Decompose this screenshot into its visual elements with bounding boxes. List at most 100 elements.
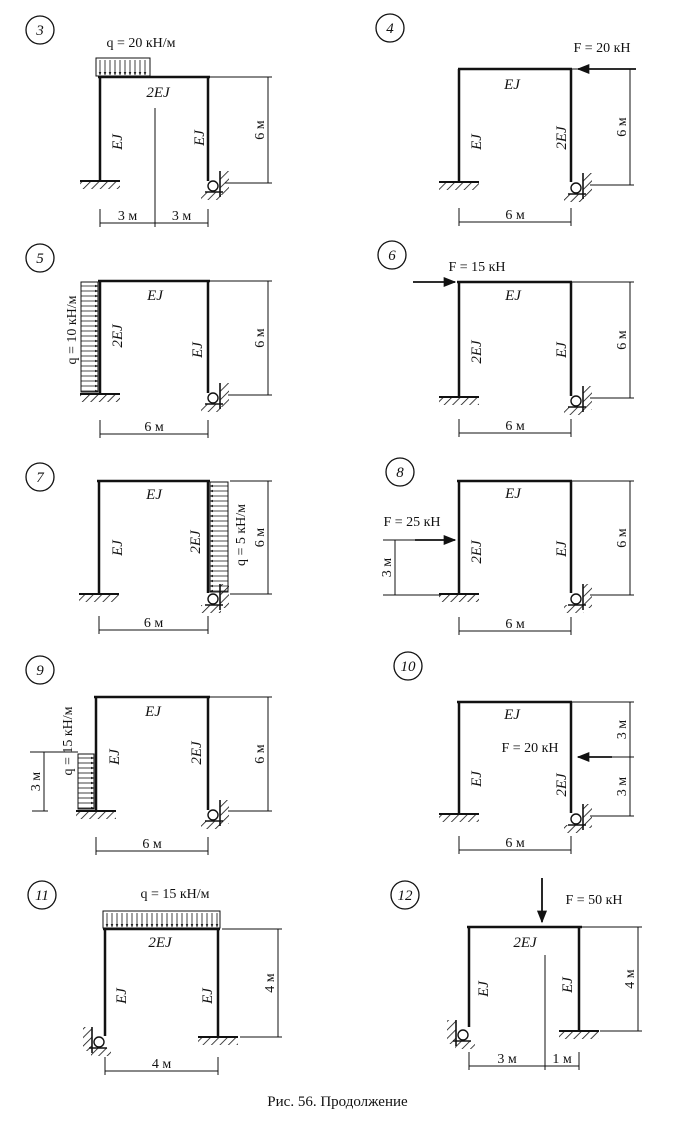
dimension-label: 4 м bbox=[623, 969, 638, 989]
pin-support-base-hatch bbox=[201, 605, 221, 613]
dimension-label: 6 м bbox=[142, 837, 162, 852]
frame-number: 11 bbox=[35, 888, 49, 904]
dimension-label: 6 м bbox=[253, 528, 268, 548]
pin-support-hatch bbox=[583, 173, 592, 197]
dimension-label: 6 м bbox=[144, 616, 164, 631]
number-circle bbox=[385, 457, 415, 487]
beam-stiffness-label: 2EJ bbox=[148, 935, 173, 951]
fixed-support-hatch bbox=[559, 1031, 599, 1039]
load-label: q = 20 кН/м bbox=[106, 36, 175, 51]
right-column-stiffness-label: EJ bbox=[190, 341, 206, 359]
fixed-support-hatch bbox=[439, 397, 479, 405]
dimension-label: 6 м bbox=[253, 744, 268, 764]
dimension-label: 3 м bbox=[380, 558, 395, 578]
fixed-support-hatch bbox=[76, 811, 116, 819]
distributed-load-box bbox=[102, 910, 221, 929]
load-label: F = 20 кН bbox=[501, 741, 558, 756]
pin-support-hatch bbox=[583, 386, 592, 410]
left-column-stiffness-label: 2EJ bbox=[469, 339, 485, 364]
dimension-label: 6 м bbox=[253, 120, 268, 140]
dimension-label: 6 м bbox=[144, 420, 164, 435]
left-column-stiffness-label: EJ bbox=[469, 770, 485, 788]
frame-number: 9 bbox=[36, 663, 44, 679]
pin-support-hatch bbox=[447, 1020, 456, 1044]
right-column-stiffness-label: 2EJ bbox=[554, 125, 570, 150]
dimension-label: 3 м bbox=[497, 1052, 517, 1067]
left-column-stiffness-label: EJ bbox=[469, 133, 485, 151]
load-label: F = 50 кН bbox=[565, 893, 622, 908]
frame-number: 4 bbox=[386, 21, 394, 37]
number-circle bbox=[25, 243, 55, 273]
dimension-label: 4 м bbox=[152, 1057, 172, 1072]
dimension-label: 3 м bbox=[615, 720, 630, 740]
dimension-label: 3 м bbox=[29, 772, 44, 792]
fixed-support-hatch bbox=[439, 594, 479, 602]
pin-support-base-hatch bbox=[564, 605, 584, 613]
pin-support-roller bbox=[207, 392, 219, 404]
pin-support-roller bbox=[93, 1036, 105, 1048]
beam-stiffness-label: EJ bbox=[504, 288, 522, 304]
dimension-label: 1 м bbox=[552, 1052, 572, 1067]
frame-number: 12 bbox=[398, 888, 414, 904]
pin-support-base-hatch bbox=[455, 1041, 475, 1049]
number-circle bbox=[27, 880, 57, 910]
distributed-load-box bbox=[80, 281, 99, 393]
beam-stiffness-label: EJ bbox=[504, 486, 522, 502]
fixed-support-hatch bbox=[439, 182, 479, 190]
pin-support-roller bbox=[570, 182, 582, 194]
right-column-stiffness-label: EJ bbox=[200, 987, 216, 1005]
right-column-stiffness-label: 2EJ bbox=[554, 772, 570, 797]
pin-support-base-hatch bbox=[201, 192, 221, 200]
dimension-label: 6 м bbox=[505, 419, 525, 434]
fixed-support-hatch bbox=[80, 181, 120, 189]
left-column-stiffness-label: EJ bbox=[476, 980, 492, 998]
fixed-support-hatch bbox=[80, 394, 120, 402]
dimension-label: 6 м bbox=[505, 836, 525, 851]
pin-support-hatch bbox=[583, 584, 592, 608]
pin-support-roller bbox=[207, 180, 219, 192]
left-column-stiffness-label: 2EJ bbox=[469, 539, 485, 564]
distributed-load-box bbox=[77, 753, 95, 810]
frame-number: 10 bbox=[401, 659, 417, 675]
dimension-label: 4 м bbox=[263, 973, 278, 993]
number-circle bbox=[393, 651, 423, 681]
pin-support-base-hatch bbox=[201, 404, 221, 412]
beam-stiffness-label: 2EJ bbox=[146, 85, 171, 101]
frame-number: 6 bbox=[388, 248, 396, 264]
dimension-label: 3 м bbox=[615, 777, 630, 797]
right-column-stiffness-label: EJ bbox=[554, 341, 570, 359]
number-circle bbox=[377, 240, 407, 270]
pin-support-roller bbox=[207, 809, 219, 821]
number-circle bbox=[25, 15, 55, 45]
pin-support-base-hatch bbox=[564, 194, 584, 202]
pin-support-hatch bbox=[83, 1027, 92, 1051]
number-circle bbox=[390, 880, 420, 910]
frame-number: 5 bbox=[36, 251, 44, 267]
right-column-stiffness-label: EJ bbox=[560, 976, 576, 994]
load-label: F = 25 кН bbox=[383, 515, 440, 530]
frame-6: 6 F = 15 кН EJ 2EJ EJ 6 м 6 м bbox=[377, 240, 634, 437]
load-label: F = 15 кН bbox=[448, 260, 505, 275]
pin-support-base-hatch bbox=[201, 821, 221, 829]
right-column-stiffness-label: EJ bbox=[192, 129, 208, 147]
fixed-support-hatch bbox=[198, 1037, 238, 1045]
dimension-label: 3 м bbox=[118, 209, 138, 224]
left-column-stiffness-label: 2EJ bbox=[110, 323, 126, 348]
dimension-label: 6 м bbox=[615, 330, 630, 350]
pin-support-roller bbox=[570, 395, 582, 407]
right-column-stiffness-label: EJ bbox=[554, 540, 570, 558]
figure-caption: Рис. 56. Продолжение bbox=[267, 1094, 408, 1110]
dimension-label: 6 м bbox=[615, 528, 630, 548]
load-label: q = 10 кН/м bbox=[65, 295, 80, 364]
number-circle bbox=[25, 462, 55, 492]
pin-support-base-hatch bbox=[564, 407, 584, 415]
pin-support-roller bbox=[570, 813, 582, 825]
beam-stiffness-label: EJ bbox=[144, 704, 162, 720]
